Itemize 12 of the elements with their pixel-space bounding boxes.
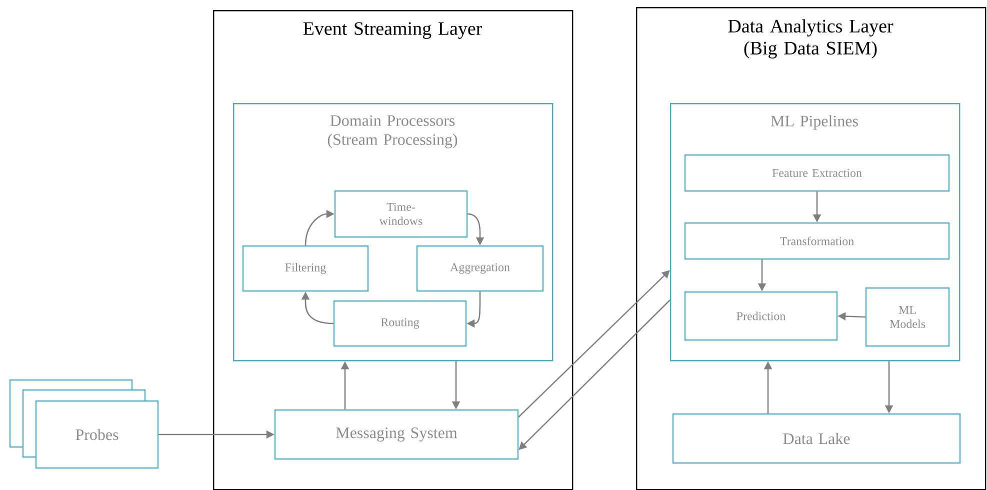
data-store-box: Data Lake [672, 413, 961, 464]
process-box: Filtering [242, 245, 369, 292]
process-box: Transformation [684, 222, 950, 260]
process-box: Prediction [684, 291, 838, 341]
process-box: Routing [333, 300, 467, 347]
arrow [518, 270, 670, 418]
process-box: Time-windows [334, 190, 468, 238]
probe-box-stack: Probes [9, 379, 159, 469]
process-box: Aggregation [416, 245, 544, 292]
process-box: Messaging System [274, 409, 519, 460]
process-box: ML Models [865, 287, 950, 347]
process-box: Feature Extraction [684, 154, 950, 192]
